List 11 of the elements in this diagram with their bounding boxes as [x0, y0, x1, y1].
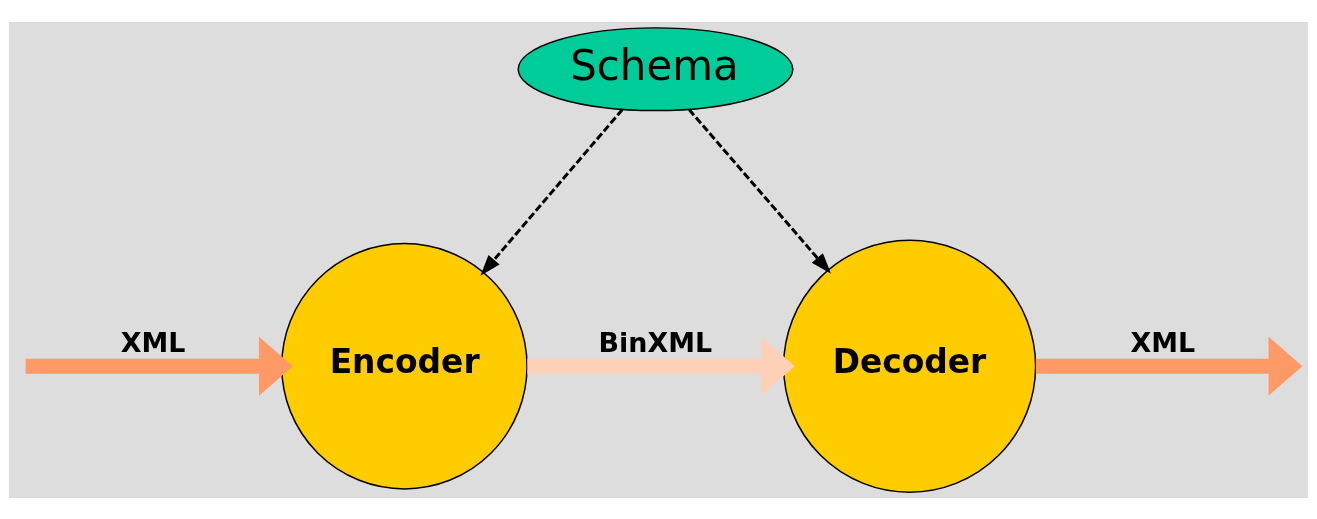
arrow	[527, 336, 795, 396]
arrow	[688, 108, 831, 274]
node-ellipse: Schema	[517, 26, 794, 111]
arrow	[25, 336, 293, 396]
edge-label: BinXML	[598, 326, 713, 358]
edge-label: XML	[120, 326, 186, 358]
edge-label: XML	[1130, 326, 1196, 358]
arrow	[1035, 336, 1303, 396]
node-circle: Encoder	[281, 242, 528, 490]
node-circle: Decoder	[782, 239, 1037, 493]
arrow	[480, 108, 624, 276]
